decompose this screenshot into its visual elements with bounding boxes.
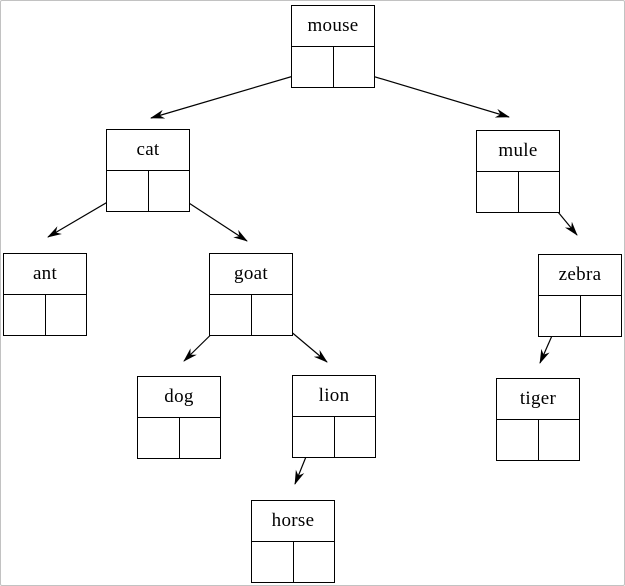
node-label: dog	[138, 377, 220, 418]
pointer-cells	[292, 47, 374, 87]
left-pointer-cell	[497, 420, 539, 460]
right-pointer-cell	[519, 172, 560, 212]
left-pointer-cell	[138, 418, 180, 458]
tree-node-cat: cat	[106, 129, 190, 212]
node-label: tiger	[497, 379, 579, 420]
left-pointer-cell	[539, 296, 581, 336]
right-pointer-cell	[334, 47, 375, 87]
right-pointer-cell	[294, 542, 335, 582]
left-pointer-cell	[293, 417, 335, 457]
left-pointer-cell	[4, 295, 46, 335]
node-label: ant	[4, 254, 86, 295]
left-pointer-cell	[292, 47, 334, 87]
tree-node-mule: mule	[476, 130, 560, 213]
right-pointer-cell	[180, 418, 221, 458]
right-pointer-cell	[335, 417, 376, 457]
node-label: mule	[477, 131, 559, 172]
left-pointer-cell	[477, 172, 519, 212]
left-pointer-cell	[107, 171, 149, 211]
tree-node-dog: dog	[137, 376, 221, 459]
node-label: horse	[252, 501, 334, 542]
tree-node-tiger: tiger	[496, 378, 580, 461]
pointer-cells	[497, 420, 579, 460]
pointer-cells	[539, 296, 621, 336]
right-pointer-cell	[252, 295, 293, 335]
tree-node-horse: horse	[251, 500, 335, 583]
pointer-cells	[107, 171, 189, 211]
right-pointer-cell	[149, 171, 190, 211]
node-label: zebra	[539, 255, 621, 296]
node-label: lion	[293, 376, 375, 417]
left-pointer-cell	[252, 542, 294, 582]
edge-mouse-right-to-mule	[351, 69, 510, 118]
right-pointer-cell	[539, 420, 580, 460]
pointer-cells	[477, 172, 559, 212]
tree-node-mouse: mouse	[291, 5, 375, 88]
pointer-cells	[252, 542, 334, 582]
left-pointer-cell	[210, 295, 252, 335]
tree-node-ant: ant	[3, 253, 87, 336]
node-label: mouse	[292, 6, 374, 47]
tree-node-zebra: zebra	[538, 254, 622, 337]
pointer-cells	[138, 418, 220, 458]
tree-node-lion: lion	[292, 375, 376, 458]
right-pointer-cell	[46, 295, 87, 335]
tree-node-goat: goat	[209, 253, 293, 336]
right-pointer-cell	[581, 296, 622, 336]
pointer-cells	[210, 295, 292, 335]
pointer-cells	[293, 417, 375, 457]
pointer-cells	[4, 295, 86, 335]
node-label: cat	[107, 130, 189, 171]
node-label: goat	[210, 254, 292, 295]
edge-mouse-left-to-cat	[150, 69, 315, 119]
